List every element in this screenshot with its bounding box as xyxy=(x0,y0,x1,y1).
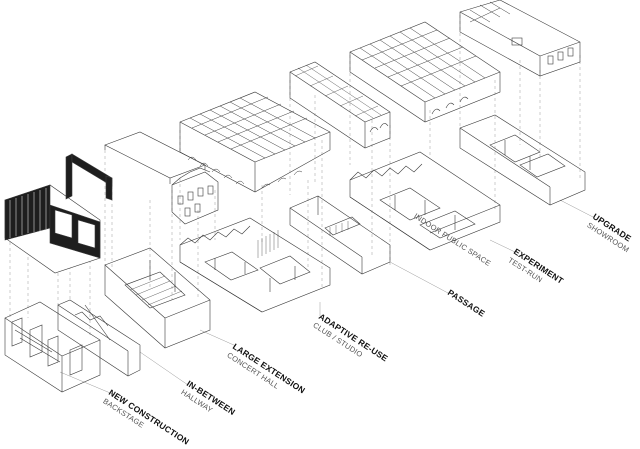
label-new-construction-title: NEW CONSTRUCTION xyxy=(107,387,191,447)
in-between-frame xyxy=(65,153,113,201)
large-extension-hall xyxy=(104,247,211,349)
adaptive-reuse-roof xyxy=(179,91,331,193)
label-adaptive-reuse: ADAPTIVE RE-USE CLUB / STUDIO xyxy=(311,311,389,363)
label-new-construction: NEW CONSTRUCTION BACKSTAGE xyxy=(101,387,191,447)
experiment-floor xyxy=(349,151,501,251)
experiment-roof xyxy=(349,21,501,123)
in-between-hallway xyxy=(57,299,141,377)
adaptive-reuse-floor xyxy=(179,217,331,313)
passage-roof xyxy=(289,61,391,149)
upgrade-roof xyxy=(459,0,581,77)
label-leader-lines xyxy=(59,199,594,396)
label-experiment: EXPERIMENT TEST-RUN xyxy=(506,246,565,286)
label-passage-title: PASSAGE xyxy=(446,287,487,319)
label-in-between: IN-BETWEEN HALLWAY xyxy=(179,378,237,417)
new-construction-plan xyxy=(4,301,101,393)
dashed-connector-lines xyxy=(9,15,581,335)
large-extension-facade xyxy=(171,167,219,225)
label-passage: PASSAGE INDOOR PUBLIC SPACE xyxy=(412,211,492,319)
label-large-extension: LARGE EXTENSION CONCERT HALL xyxy=(225,341,307,395)
label-passage-subtitle: INDOOR PUBLIC SPACE xyxy=(412,211,492,268)
label-upgrade: UPGRADE SHOWROOM xyxy=(585,211,633,254)
new-construction-facade xyxy=(4,184,101,274)
passage-floor xyxy=(289,195,391,275)
upgrade-floor xyxy=(459,114,586,206)
